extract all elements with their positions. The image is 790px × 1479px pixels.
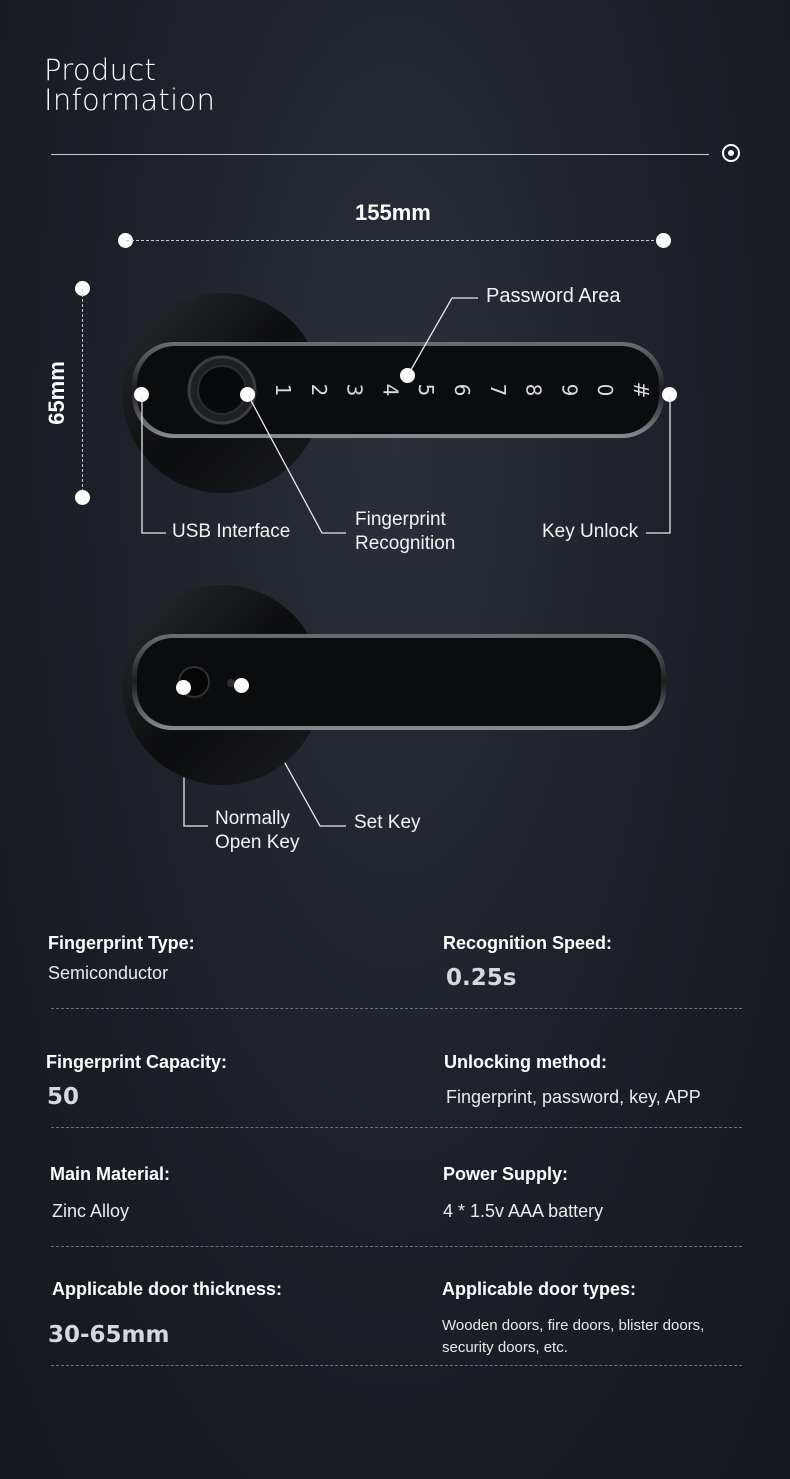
spec-divider-3 (51, 1246, 742, 1247)
height-start-dot (75, 281, 90, 296)
height-dimension-line (82, 289, 83, 497)
fingerprint-label-line2: Recognition (355, 533, 456, 554)
fingerprint-dot (240, 387, 255, 402)
keypad-key: 6 (450, 384, 474, 397)
usb-interface-label: USB Interface (172, 521, 291, 542)
header-divider (51, 154, 709, 155)
spec-recognition-speed-label: Recognition Speed: (443, 933, 613, 953)
keypad-key: 4 (378, 384, 402, 397)
target-icon (722, 144, 740, 162)
spec-main-material-value: Zinc Alloy (52, 1201, 130, 1221)
normally-open-label-line2: Open Key (215, 832, 300, 853)
normally-open-dot (176, 680, 191, 695)
spec-fingerprint-capacity-label: Fingerprint Capacity: (46, 1052, 228, 1072)
spec-power-supply-label: Power Supply: (443, 1164, 569, 1184)
keypad-key: # (629, 382, 653, 399)
page-title-line1: Product (44, 53, 157, 87)
usb-interface-dot (134, 387, 149, 402)
width-start-dot (118, 233, 133, 248)
key-unlock-label: Key Unlock (542, 521, 639, 542)
front-handle (137, 346, 659, 434)
keypad-key: 3 (343, 384, 367, 397)
spec-fingerprint-type-label: Fingerprint Type: (48, 933, 195, 953)
spec-door-thickness-value: 30-65mm (48, 1322, 170, 1348)
set-key-label: Set Key (354, 812, 421, 833)
spec-fingerprint-capacity-value: 50 (47, 1084, 80, 1110)
spec-divider-1 (51, 1008, 742, 1009)
spec-unlocking-method-label: Unlocking method: (444, 1052, 607, 1072)
password-area-label: Password Area (486, 285, 621, 307)
keypad-key: 0 (593, 384, 617, 397)
lock-back-illustration (122, 585, 666, 785)
spec-recognition-speed-value: 0.25s (446, 965, 517, 991)
spec-door-types-value: Wooden doors, fire doors, blister doors,… (442, 1317, 705, 1356)
back-handle (137, 638, 661, 726)
keypad-key: 5 (414, 384, 438, 397)
key-unlock-dot (662, 387, 677, 402)
normally-open-label-line1: Normally (215, 808, 290, 829)
width-dimension-label: 155mm (355, 200, 431, 225)
height-end-dot (75, 490, 90, 505)
fingerprint-label-line1: Fingerprint (355, 509, 446, 530)
keypad-key: 1 (271, 384, 295, 397)
spec-fingerprint-type-value: Semiconductor (48, 963, 169, 983)
keypad-key: 7 (486, 384, 510, 397)
spec-unlocking-method-value: Fingerprint, password, key, APP (446, 1087, 701, 1107)
width-end-dot (656, 233, 671, 248)
set-key-dot (234, 678, 249, 693)
spec-divider-4 (51, 1365, 742, 1366)
spec-main-material-label: Main Material: (50, 1164, 171, 1184)
spec-power-supply-value: 4 * 1.5v AAA battery (443, 1201, 604, 1221)
keypad-key: 8 (522, 384, 546, 397)
spec-door-types-label: Applicable door types: (442, 1279, 637, 1299)
set-key-hole (227, 679, 235, 687)
page-title-line2: Information (44, 83, 216, 117)
spec-door-thickness-label: Applicable door thickness: (52, 1279, 283, 1299)
width-dimension-line (126, 240, 664, 241)
keypad-key: 2 (307, 384, 331, 397)
password-area-dot (400, 368, 415, 383)
spec-divider-2 (51, 1127, 742, 1128)
keypad-key: 9 (557, 384, 581, 397)
